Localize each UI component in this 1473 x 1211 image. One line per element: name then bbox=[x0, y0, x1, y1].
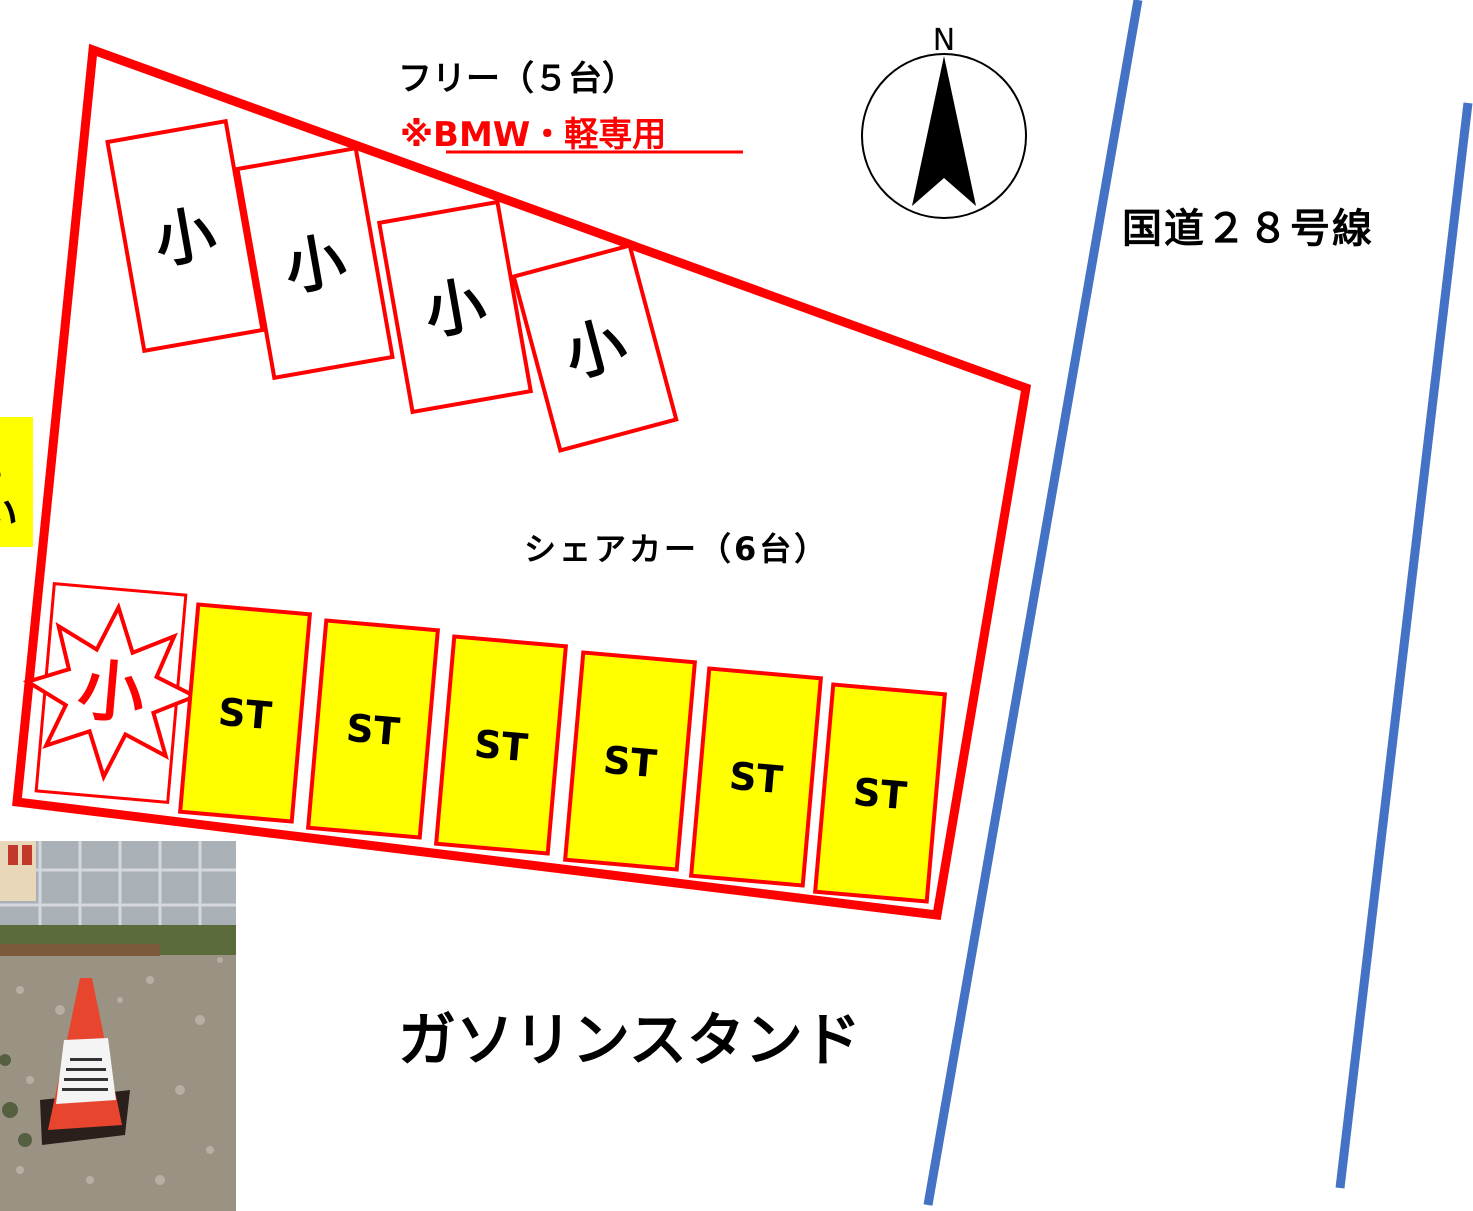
free-space-4: 小 bbox=[511, 243, 679, 453]
free-area-title: フリー（５台） bbox=[398, 59, 636, 99]
share-reserved-space: 小 bbox=[22, 582, 200, 804]
road-line-left bbox=[923, 0, 1143, 1206]
share-space-2: ST bbox=[305, 618, 441, 840]
wood-border bbox=[0, 944, 160, 956]
share-space-label: ST bbox=[601, 738, 658, 786]
gas-station-label: ガソリンスタンド bbox=[398, 1006, 861, 1074]
road-name-label: 国道２８号線 bbox=[1122, 206, 1374, 252]
share-space-6: ST bbox=[812, 682, 948, 904]
share-space-4: ST bbox=[562, 650, 698, 872]
cone-label-text bbox=[62, 1058, 108, 1091]
free-space-3: 小 bbox=[376, 199, 534, 415]
left-note-line1: 。 bbox=[0, 442, 26, 488]
share-space-1: ST bbox=[177, 602, 313, 824]
left-note-line2: い bbox=[0, 492, 18, 538]
north-arrow-icon bbox=[912, 56, 976, 206]
cone-photo bbox=[0, 841, 236, 1211]
share-space-3: ST bbox=[433, 634, 569, 856]
share-space-label: ST bbox=[344, 706, 401, 754]
share-space-label: ST bbox=[851, 770, 908, 818]
left-note: 。 い bbox=[0, 417, 33, 547]
free-space-label: 小 bbox=[150, 198, 221, 277]
free-space-1: 小 bbox=[105, 118, 265, 354]
compass: N bbox=[861, 23, 1027, 219]
fence-bars bbox=[0, 841, 236, 936]
free-area-note: ※BMW・軽専用 bbox=[400, 115, 666, 155]
free-space-label: 小 bbox=[280, 225, 351, 304]
share-space-5: ST bbox=[688, 666, 824, 888]
share-space-label: ST bbox=[472, 722, 529, 770]
free-space-label: 小 bbox=[420, 269, 491, 348]
share-space-label: ST bbox=[727, 754, 784, 802]
road-line-right bbox=[1335, 102, 1473, 1189]
burst-icon bbox=[22, 602, 200, 782]
reserved-space-label: 小 bbox=[75, 651, 147, 733]
free-space-2: 小 bbox=[235, 145, 395, 381]
share-car-title: シェアカー（6台） bbox=[524, 530, 829, 568]
gravel bbox=[16, 957, 223, 1185]
share-space-label: ST bbox=[216, 690, 273, 738]
weeds bbox=[0, 1054, 32, 1147]
north-label: N bbox=[933, 23, 955, 58]
